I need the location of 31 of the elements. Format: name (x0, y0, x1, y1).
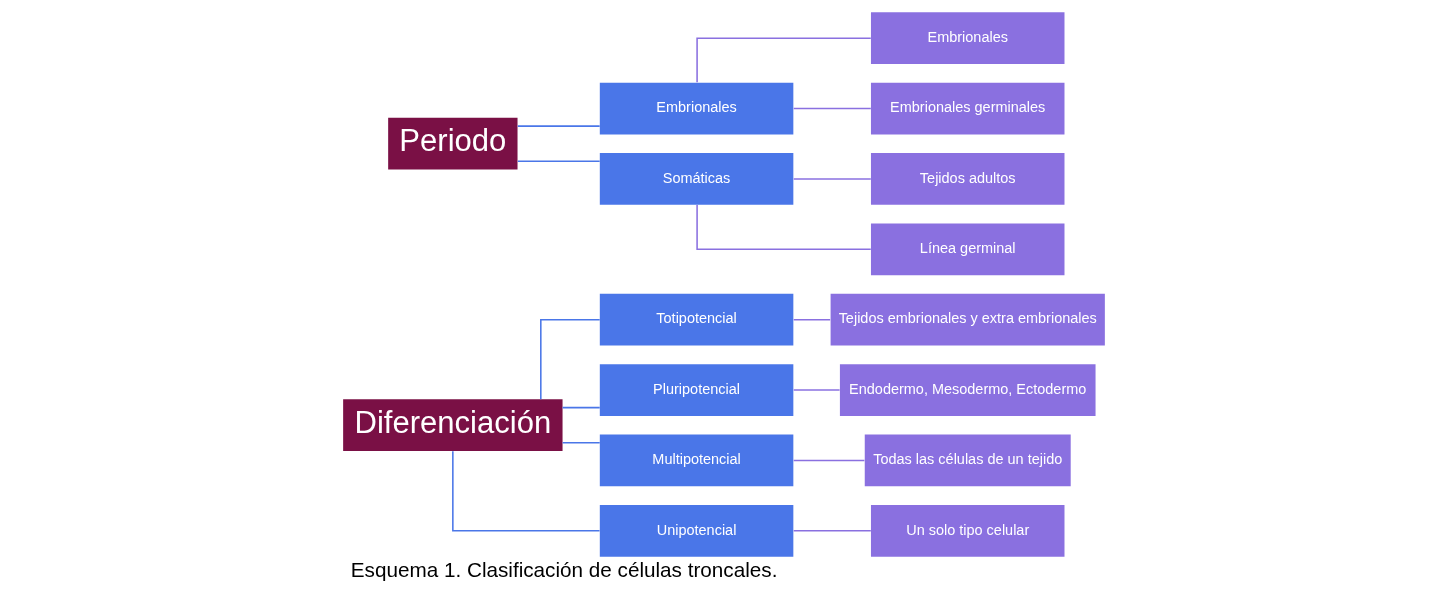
node-box: Embrionales (870, 12, 1064, 65)
connector (792, 459, 865, 462)
node-box: Línea germinal (870, 223, 1064, 276)
node-box: Endodermo, Mesodermo, Ectodermo (839, 364, 1096, 416)
node-box: Multipotencial (599, 434, 793, 487)
connector (792, 107, 872, 110)
connector (792, 318, 831, 321)
connector (516, 125, 600, 127)
caption: Esquema 1. Clasificación de células troncales. (350, 558, 777, 582)
node-box: Pluripotencial (599, 364, 793, 416)
connector (451, 450, 600, 532)
node-box: Somáticas (599, 153, 793, 205)
connector (516, 160, 600, 163)
node-box: Embrionales (599, 82, 793, 135)
connector (561, 406, 600, 409)
node-box: Diferenciación (342, 399, 563, 452)
connector (792, 530, 872, 532)
connector (695, 204, 872, 251)
connector (792, 389, 840, 391)
node-box: Unipotencial (599, 504, 793, 557)
node-box: Todas las células de un tejido (864, 434, 1071, 487)
node-box: Embrionales germinales (870, 82, 1064, 135)
connector (561, 442, 600, 444)
connector (792, 178, 872, 180)
node-box: Un solo tipo celular (870, 504, 1064, 557)
connector (695, 37, 872, 84)
node-box: Tejidos adultos (870, 153, 1064, 205)
node-box: Totipotencial (599, 293, 793, 346)
node-box: Tejidos embrionales y extra embrionales (830, 293, 1105, 346)
node-box: Periodo (387, 117, 518, 170)
connector (539, 318, 600, 400)
